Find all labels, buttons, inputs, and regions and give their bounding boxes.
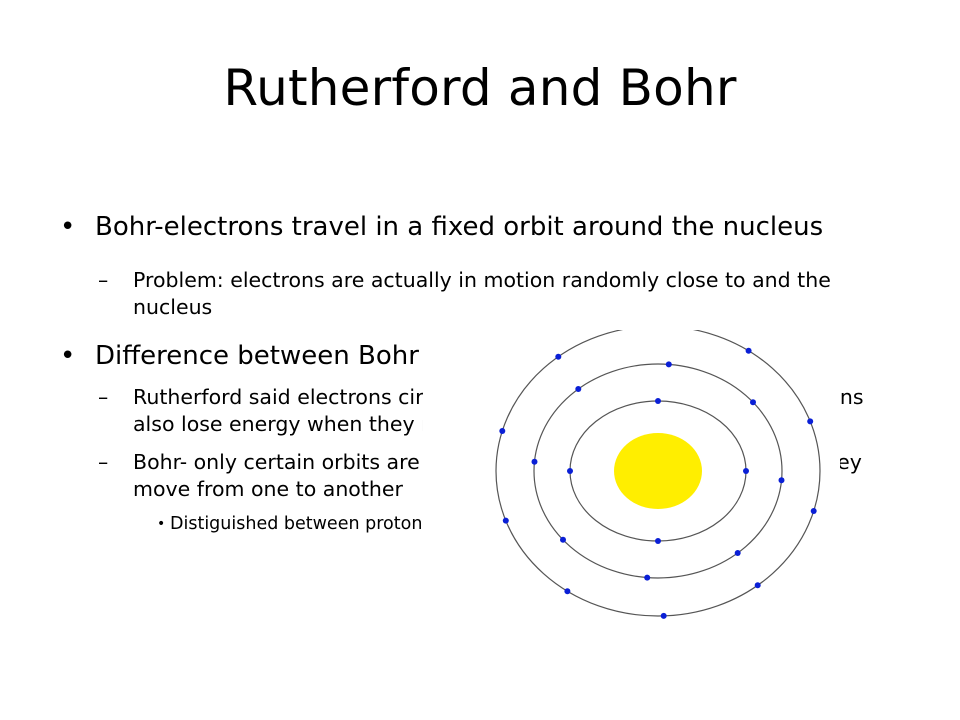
electron (743, 468, 749, 474)
slide-title: Rutherford and Bohr (223, 59, 737, 117)
sub-bullet-item: – Problem: electrons are actually in mot… (58, 267, 908, 321)
electron (555, 353, 562, 360)
electron (754, 582, 761, 589)
electron (750, 399, 756, 406)
electron (655, 398, 661, 404)
nucleus (614, 433, 702, 509)
dash-marker: – (98, 385, 109, 409)
electron (531, 458, 538, 465)
dash-marker: – (98, 268, 109, 292)
sub-bullet-text: Problem: electrons are actually in motio… (133, 268, 831, 319)
electron (567, 468, 573, 474)
electron (665, 361, 672, 368)
bullet-marker: • (157, 516, 166, 532)
electron (502, 517, 509, 524)
electron (499, 428, 506, 434)
bullet-marker: • (60, 341, 76, 371)
electron (575, 386, 582, 392)
electron (807, 418, 814, 425)
bullet-item: • Bohr-electrons travel in a fixed orbit… (58, 210, 908, 244)
electron (810, 508, 817, 514)
orbit-ring-3 (495, 330, 821, 617)
orbit-ring-2 (533, 363, 783, 579)
electron (655, 538, 661, 544)
electron (560, 536, 566, 543)
electron (660, 612, 667, 619)
electron (745, 347, 752, 354)
bullet-text: Bohr-electrons travel in a fixed orbit a… (95, 212, 824, 242)
electron (564, 588, 571, 595)
bohr-atom-diagram (423, 330, 840, 630)
electron (644, 574, 651, 581)
electron (734, 550, 741, 556)
dash-marker: – (98, 450, 109, 474)
electron (778, 477, 785, 484)
bullet-marker: • (60, 212, 76, 242)
